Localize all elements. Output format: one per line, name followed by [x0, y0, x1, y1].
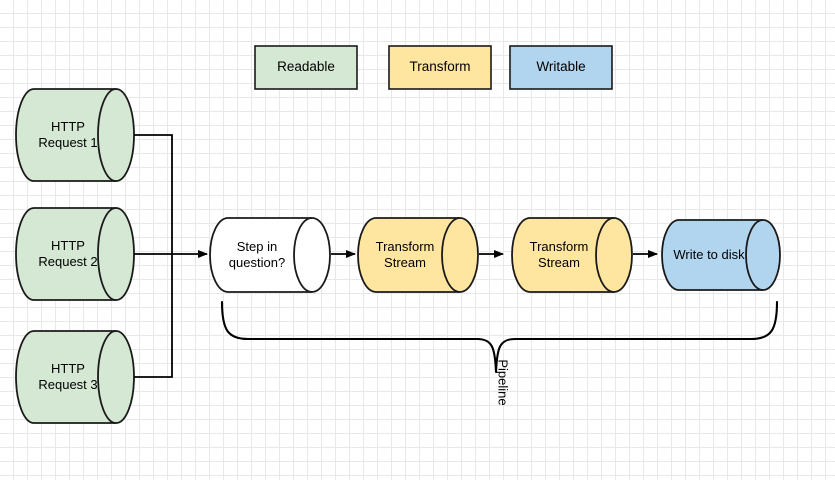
node-http-request-1[interactable]: [15, 88, 135, 182]
node-write-to-disk[interactable]: [661, 219, 781, 291]
pipeline-brace-label: Pipeline: [495, 359, 511, 406]
legend-swatch-writable: [509, 45, 613, 90]
node-step-in-question[interactable]: [209, 217, 331, 293]
edge-sources-to-pipeline: [134, 134, 208, 378]
legend-swatch-readable: [254, 45, 358, 90]
node-transform-stream-2[interactable]: [511, 217, 633, 293]
node-http-request-2[interactable]: [15, 207, 135, 301]
node-transform-stream-1[interactable]: [357, 217, 479, 293]
node-http-request-3[interactable]: [15, 330, 135, 424]
legend-swatch-transform: [388, 45, 492, 90]
pipeline-brace: [220, 300, 779, 374]
